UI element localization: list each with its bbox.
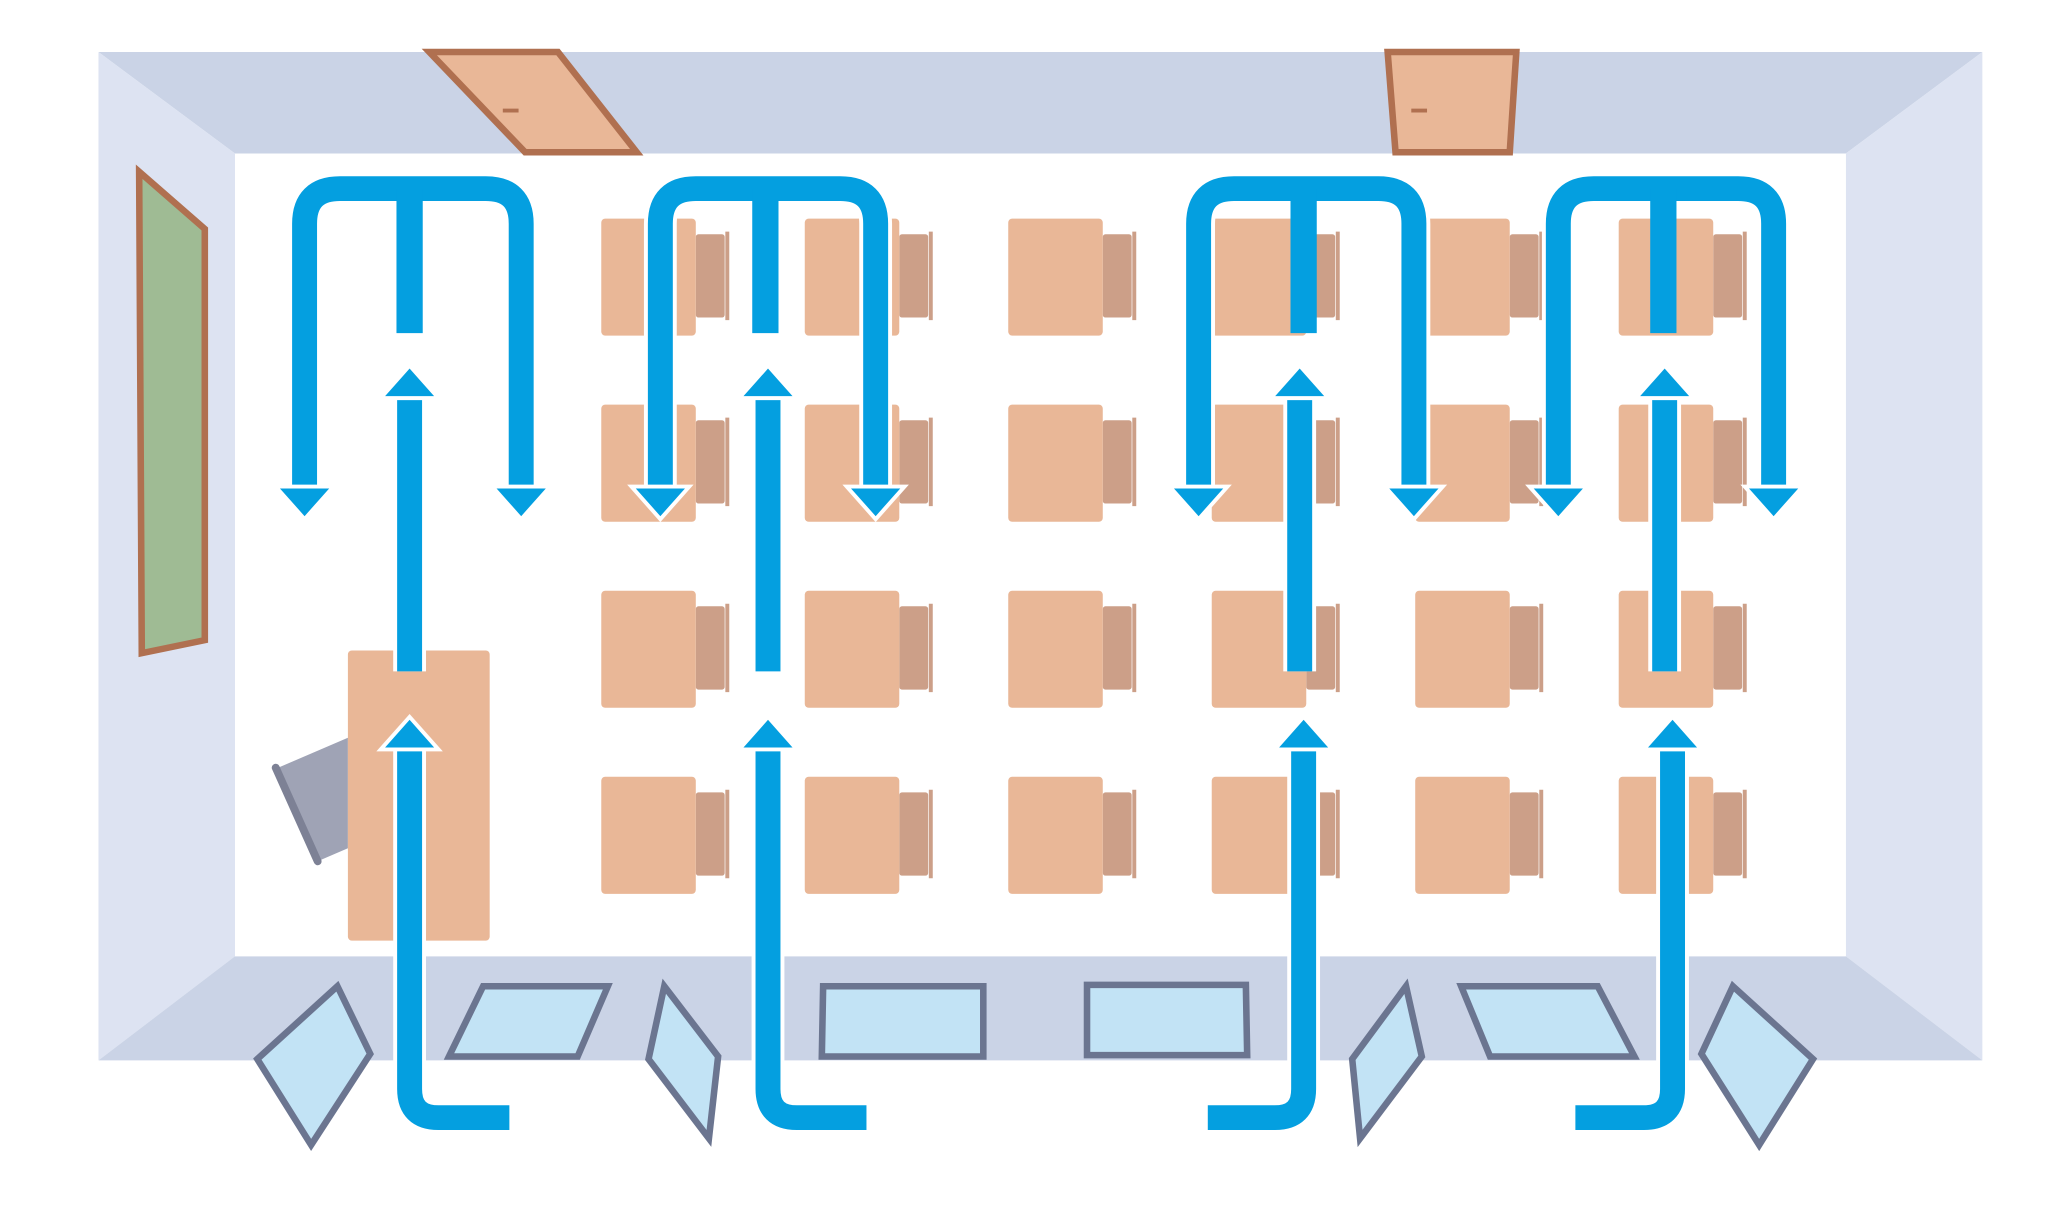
- right-wall: [1845, 52, 1983, 1061]
- student-chair: [695, 420, 725, 504]
- arrow-up-icon: [1639, 713, 1706, 752]
- arrow-down-icon: [1525, 484, 1592, 523]
- student-desk: [1008, 404, 1103, 522]
- student-desk: [1211, 404, 1307, 522]
- arrow-up-icon: [734, 362, 802, 401]
- student-chair: [1102, 234, 1132, 318]
- student-chair: [899, 792, 929, 876]
- student-desk: [1008, 590, 1103, 708]
- student-chair: [899, 606, 929, 690]
- student-chair: [899, 234, 929, 318]
- window: [1083, 981, 1251, 1059]
- student-chair: [695, 792, 725, 876]
- student-desk: [1415, 218, 1510, 336]
- arrow-down-icon: [627, 484, 694, 523]
- arrow-up-icon: [1631, 362, 1698, 401]
- arrow-down-icon: [842, 484, 909, 523]
- bottom-wall: [98, 956, 1983, 1061]
- student-desk: [601, 590, 696, 708]
- student-desk: [804, 776, 900, 894]
- student-desk: [1211, 590, 1307, 708]
- student-chair: [695, 234, 725, 318]
- student-chair: [1713, 792, 1743, 876]
- blackboard: [135, 164, 209, 658]
- student-desk: [1008, 218, 1103, 336]
- airflow-inflow: [1207, 746, 1317, 1130]
- student-chair: [1713, 606, 1743, 690]
- student-desk: [1008, 776, 1103, 894]
- student-chair: [695, 606, 725, 690]
- student-chair: [1102, 606, 1132, 690]
- arrow-up-icon: [376, 362, 443, 401]
- arrow-down-icon: [271, 484, 338, 523]
- student-chair: [1102, 420, 1132, 504]
- student-chair: [1713, 420, 1743, 504]
- windows: [253, 978, 1818, 1152]
- student-chair: [899, 420, 929, 504]
- window: [1456, 982, 1640, 1060]
- student-desk: [1415, 776, 1510, 894]
- window: [253, 980, 374, 1152]
- student-chair: [1509, 420, 1539, 504]
- arrow-up-icon: [1270, 713, 1337, 752]
- student-desk: [1415, 590, 1510, 708]
- window: [1348, 978, 1426, 1148]
- airflow-inflow: [397, 746, 510, 1130]
- airflow-inflow: [1575, 746, 1686, 1130]
- top-wall: [98, 52, 1983, 154]
- arrow-down-icon: [1165, 484, 1232, 523]
- arrow-up-icon: [734, 713, 802, 752]
- student-desk: [1211, 776, 1307, 894]
- window: [443, 982, 613, 1060]
- arrow-down-icon: [1740, 484, 1807, 523]
- door-right: [1384, 48, 1520, 156]
- arrow-down-icon: [487, 484, 555, 523]
- door-left: [421, 48, 644, 156]
- arrow-down-icon: [1380, 484, 1448, 523]
- teacher-chair: [278, 737, 348, 862]
- airflow-arrows: [271, 172, 1807, 1134]
- window: [645, 978, 722, 1147]
- arrow-up-icon: [1266, 362, 1333, 401]
- student-desk: [804, 590, 900, 708]
- student-chair: [1509, 234, 1539, 318]
- window: [1697, 980, 1818, 1152]
- arrow-up-icon: [376, 713, 443, 752]
- window: [818, 982, 987, 1060]
- student-chair: [1509, 606, 1539, 690]
- student-desk: [601, 776, 696, 894]
- airflow-inflow: [755, 746, 867, 1130]
- student-desk: [1211, 218, 1307, 336]
- student-chair: [1713, 234, 1743, 318]
- student-chair: [1509, 792, 1539, 876]
- student-chair: [1102, 792, 1132, 876]
- teacher-chair-back: [271, 763, 322, 866]
- doors: [421, 48, 1520, 156]
